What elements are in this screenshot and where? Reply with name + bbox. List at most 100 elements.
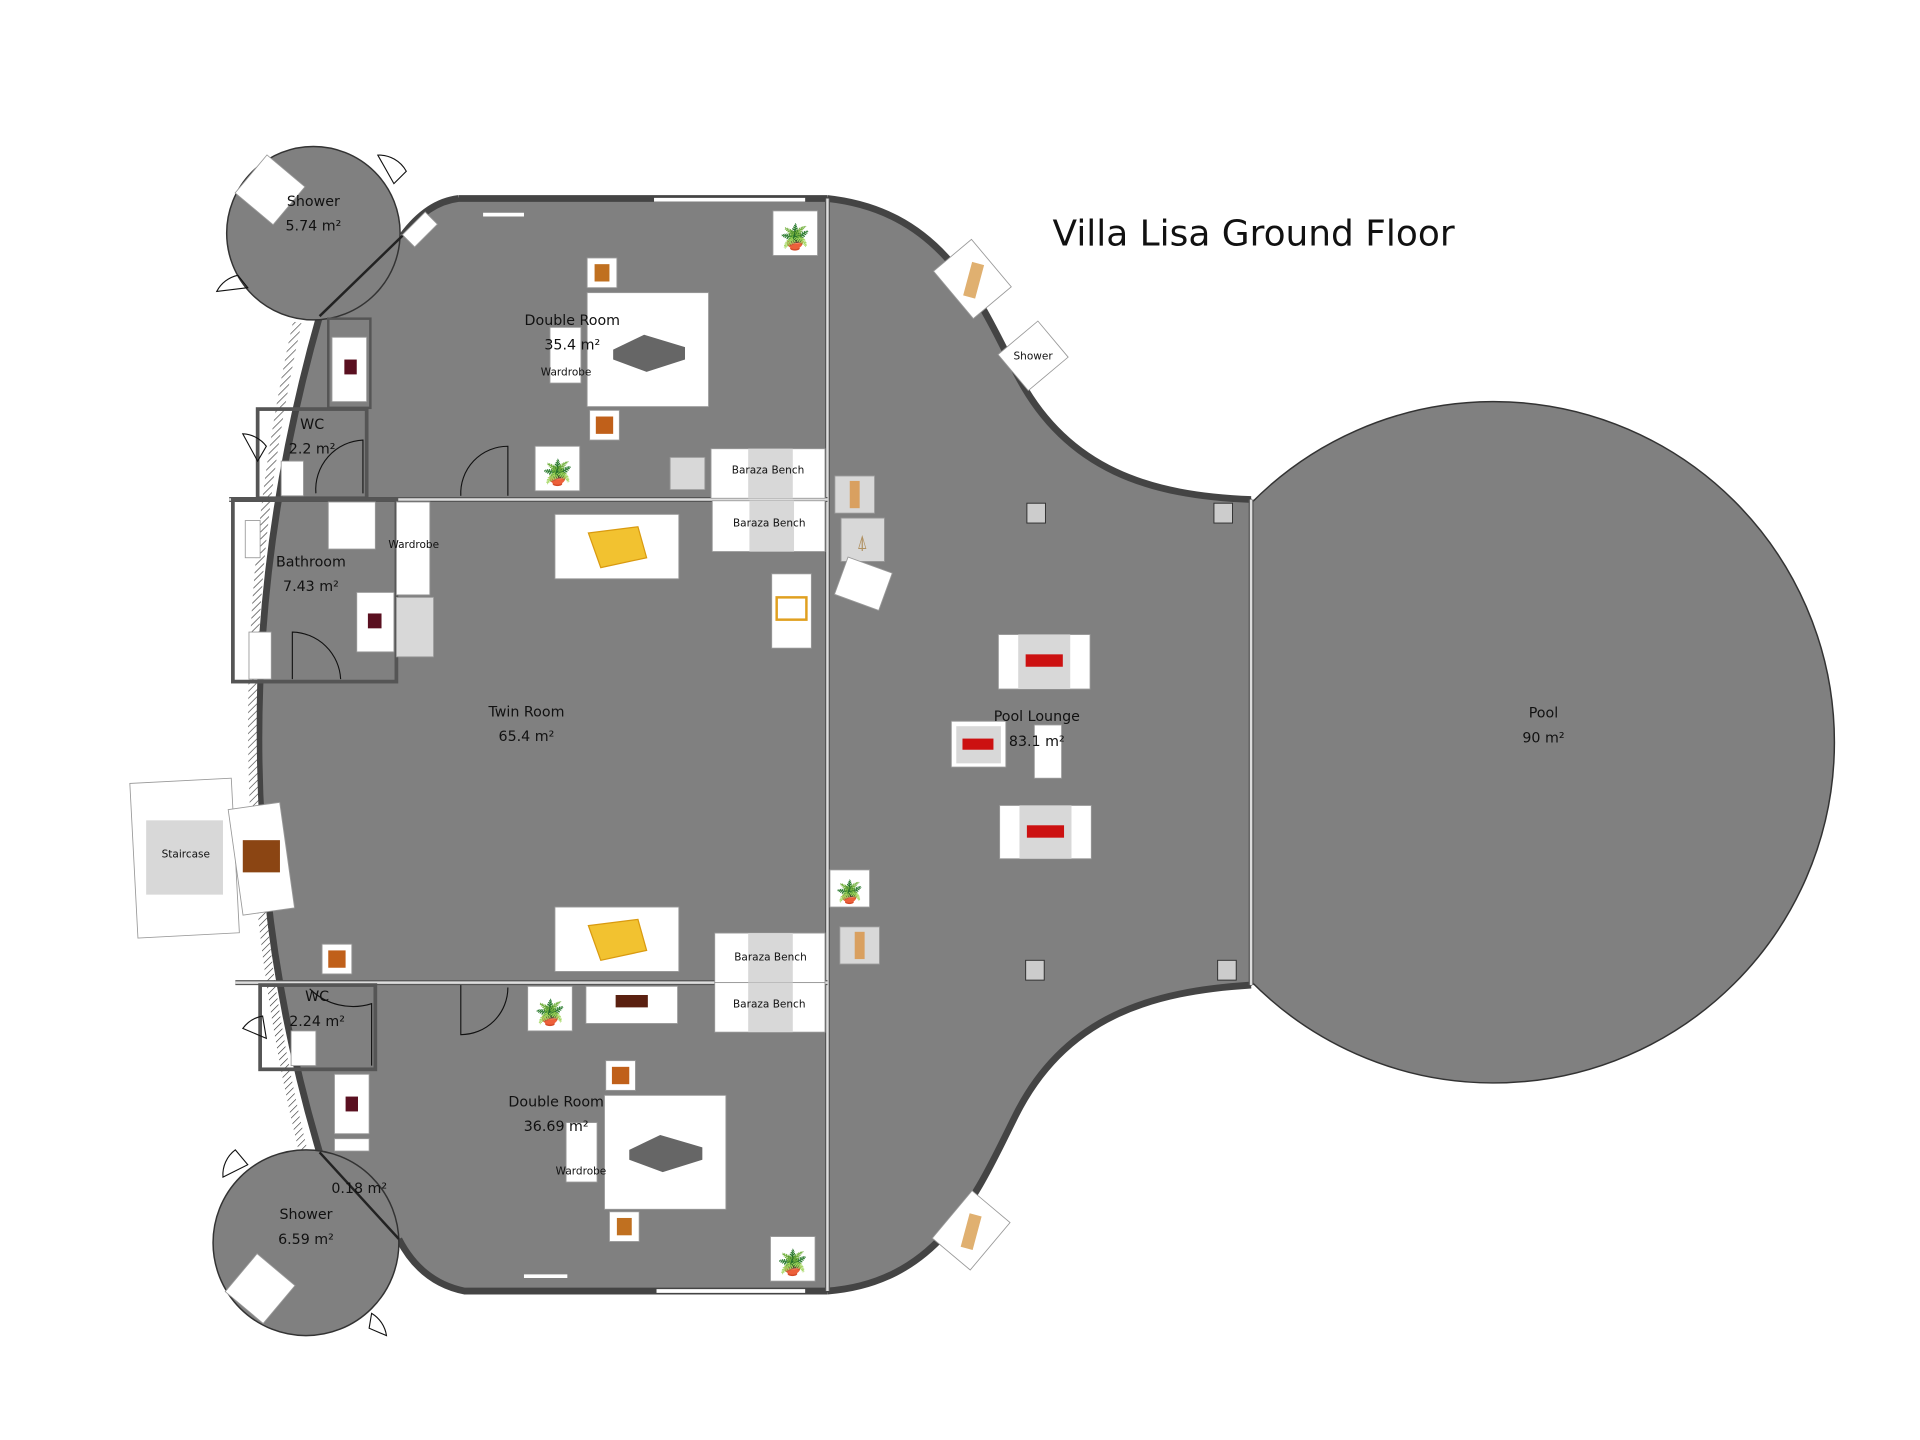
bench-shade — [749, 500, 795, 552]
shower-bottom-name: Shower — [279, 1207, 332, 1223]
pool-lounge-name: Pool Lounge — [994, 709, 1080, 725]
shower-bottom-area-label: 6.59 m² — [278, 1232, 334, 1248]
pillar — [1026, 502, 1046, 524]
bathroom-name: Bathroom — [276, 554, 346, 570]
nightstand-icon — [616, 1217, 632, 1236]
plant-icon: 🪴 — [777, 1247, 808, 1277]
plant-icon: 🪴 — [535, 997, 566, 1027]
plan-title: Villa Lisa Ground Floor — [1053, 214, 1455, 255]
plant-top-right[interactable] — [772, 210, 818, 256]
pool-lounge-area-label: 83.1 m² — [1009, 734, 1065, 750]
floor-lamp[interactable] — [840, 517, 885, 562]
pillar — [1217, 959, 1237, 981]
shower-tray-top[interactable] — [234, 154, 306, 226]
double-room-top-area: 35.4 m² — [544, 338, 600, 354]
plant-top[interactable] — [534, 445, 581, 492]
shower-top-area-label: 5.74 m² — [285, 219, 341, 235]
plant-icon: 🪴 — [780, 222, 811, 252]
small-space-area: 0.18 m² — [331, 1181, 387, 1197]
shower-tray-bottom[interactable] — [224, 1253, 296, 1325]
wardrobe-top-label: Wardrobe — [541, 367, 592, 379]
doors — [215, 154, 509, 1337]
crib[interactable] — [771, 573, 812, 649]
outdoor-shower-label: Shower — [1013, 351, 1053, 363]
wc-top-name: WC — [300, 417, 324, 433]
window-bathroom — [244, 520, 261, 559]
toilet-wc-top[interactable] — [280, 460, 304, 497]
shower-bottom-wall — [318, 1151, 400, 1240]
wc-bottom-area: 2.24 m² — [289, 1014, 345, 1030]
pool-area-label: 90 m² — [1522, 730, 1564, 746]
bathroom-area: 7.43 m² — [283, 579, 339, 595]
dresser-twin[interactable] — [395, 596, 434, 658]
shelf-top[interactable] — [669, 456, 706, 491]
plant-icon: 🪴 — [542, 457, 573, 487]
baraza-bench-3-label: Baraza Bench — [734, 951, 807, 963]
double-bed-bottom-icon — [629, 1134, 703, 1173]
vanity-icon — [344, 359, 357, 375]
wardrobe-twin-label: Wardrobe — [388, 539, 439, 551]
cabinet-icon — [849, 480, 860, 509]
toilet-bathroom[interactable] — [248, 631, 272, 680]
baraza-bench-4-label: Baraza Bench — [733, 998, 806, 1010]
staircase-label: Staircase — [162, 848, 210, 860]
double-room-bottom-area: 36.69 m² — [524, 1119, 589, 1135]
cabinet-icon — [854, 931, 865, 960]
plant-bottom-right[interactable] — [770, 1236, 816, 1282]
pillar — [1213, 502, 1234, 524]
plant-bottom[interactable] — [527, 985, 573, 1032]
outdoor-shower[interactable] — [997, 320, 1069, 392]
wc-bottom-name: WC — [305, 989, 329, 1005]
nightstand-top[interactable] — [589, 409, 620, 441]
wardrobe-twin[interactable] — [395, 501, 431, 596]
sofa-icon — [1025, 654, 1063, 667]
vanity-icon — [345, 1096, 358, 1112]
nightstand-icon — [595, 416, 614, 434]
nightstand-icon — [328, 950, 346, 968]
shower-top-wall — [318, 234, 404, 318]
pillar — [1025, 959, 1045, 981]
twin-room-area: 65.4 m² — [499, 729, 555, 745]
twin-room-name: Twin Room — [487, 704, 564, 720]
wardrobe-bottom[interactable] — [565, 1122, 598, 1183]
twin-bed-1-icon — [587, 526, 648, 569]
cabinet-icon — [242, 840, 280, 873]
bench-shade — [748, 933, 793, 983]
coffee-table[interactable] — [1033, 724, 1063, 779]
lounger-icon — [960, 1213, 982, 1250]
lamp-icon: ⍋ — [856, 531, 868, 554]
shower-top-name: Shower — [287, 194, 340, 210]
lounger-icon — [963, 261, 985, 299]
baraza-bench-1-label: Baraza Bench — [732, 464, 805, 476]
sink-bathroom[interactable] — [327, 501, 376, 550]
furniture: Wardrobe 🪴 🪴 Baraza Bench Baraza Bench B… — [129, 154, 1237, 1325]
double-bed-top-icon — [613, 334, 686, 372]
hatched-wall — [248, 321, 308, 1154]
shelf-bottom[interactable] — [334, 1138, 370, 1152]
room-labels: Shower 5.74 m² Double Room 35.4 m² WC 2.… — [276, 194, 1565, 1248]
pool-area[interactable] — [1250, 400, 1836, 1084]
baraza-bench-2-label: Baraza Bench — [733, 518, 806, 530]
main-building-outer-wall — [255, 195, 828, 1295]
twin-bed-2-icon — [587, 918, 648, 962]
nightstand-icon — [611, 1066, 630, 1085]
sink-top[interactable] — [401, 211, 439, 248]
staircase-shade — [146, 820, 223, 895]
plant-lounge[interactable] — [829, 869, 871, 908]
toilet-wc-bottom[interactable] — [290, 1030, 317, 1067]
plant-icon: 🪴 — [836, 879, 864, 906]
double-room-bottom-name: Double Room — [508, 1094, 604, 1110]
wardrobe-top[interactable] — [549, 326, 582, 384]
vanity-icon — [367, 613, 382, 629]
wc-top-area: 2.2 m² — [289, 442, 336, 458]
wardrobe-bottom-label: Wardrobe — [556, 1166, 607, 1178]
sofa-icon — [1026, 825, 1065, 838]
bench-shade — [748, 982, 793, 1033]
armchair[interactable] — [833, 556, 893, 611]
bench-shade — [748, 448, 793, 499]
crib-icon — [775, 596, 808, 621]
double-room-top-name: Double Room — [525, 313, 621, 329]
nightstand-icon — [594, 264, 610, 282]
double-bed-top[interactable] — [586, 292, 709, 408]
pool-name: Pool — [1529, 706, 1558, 722]
